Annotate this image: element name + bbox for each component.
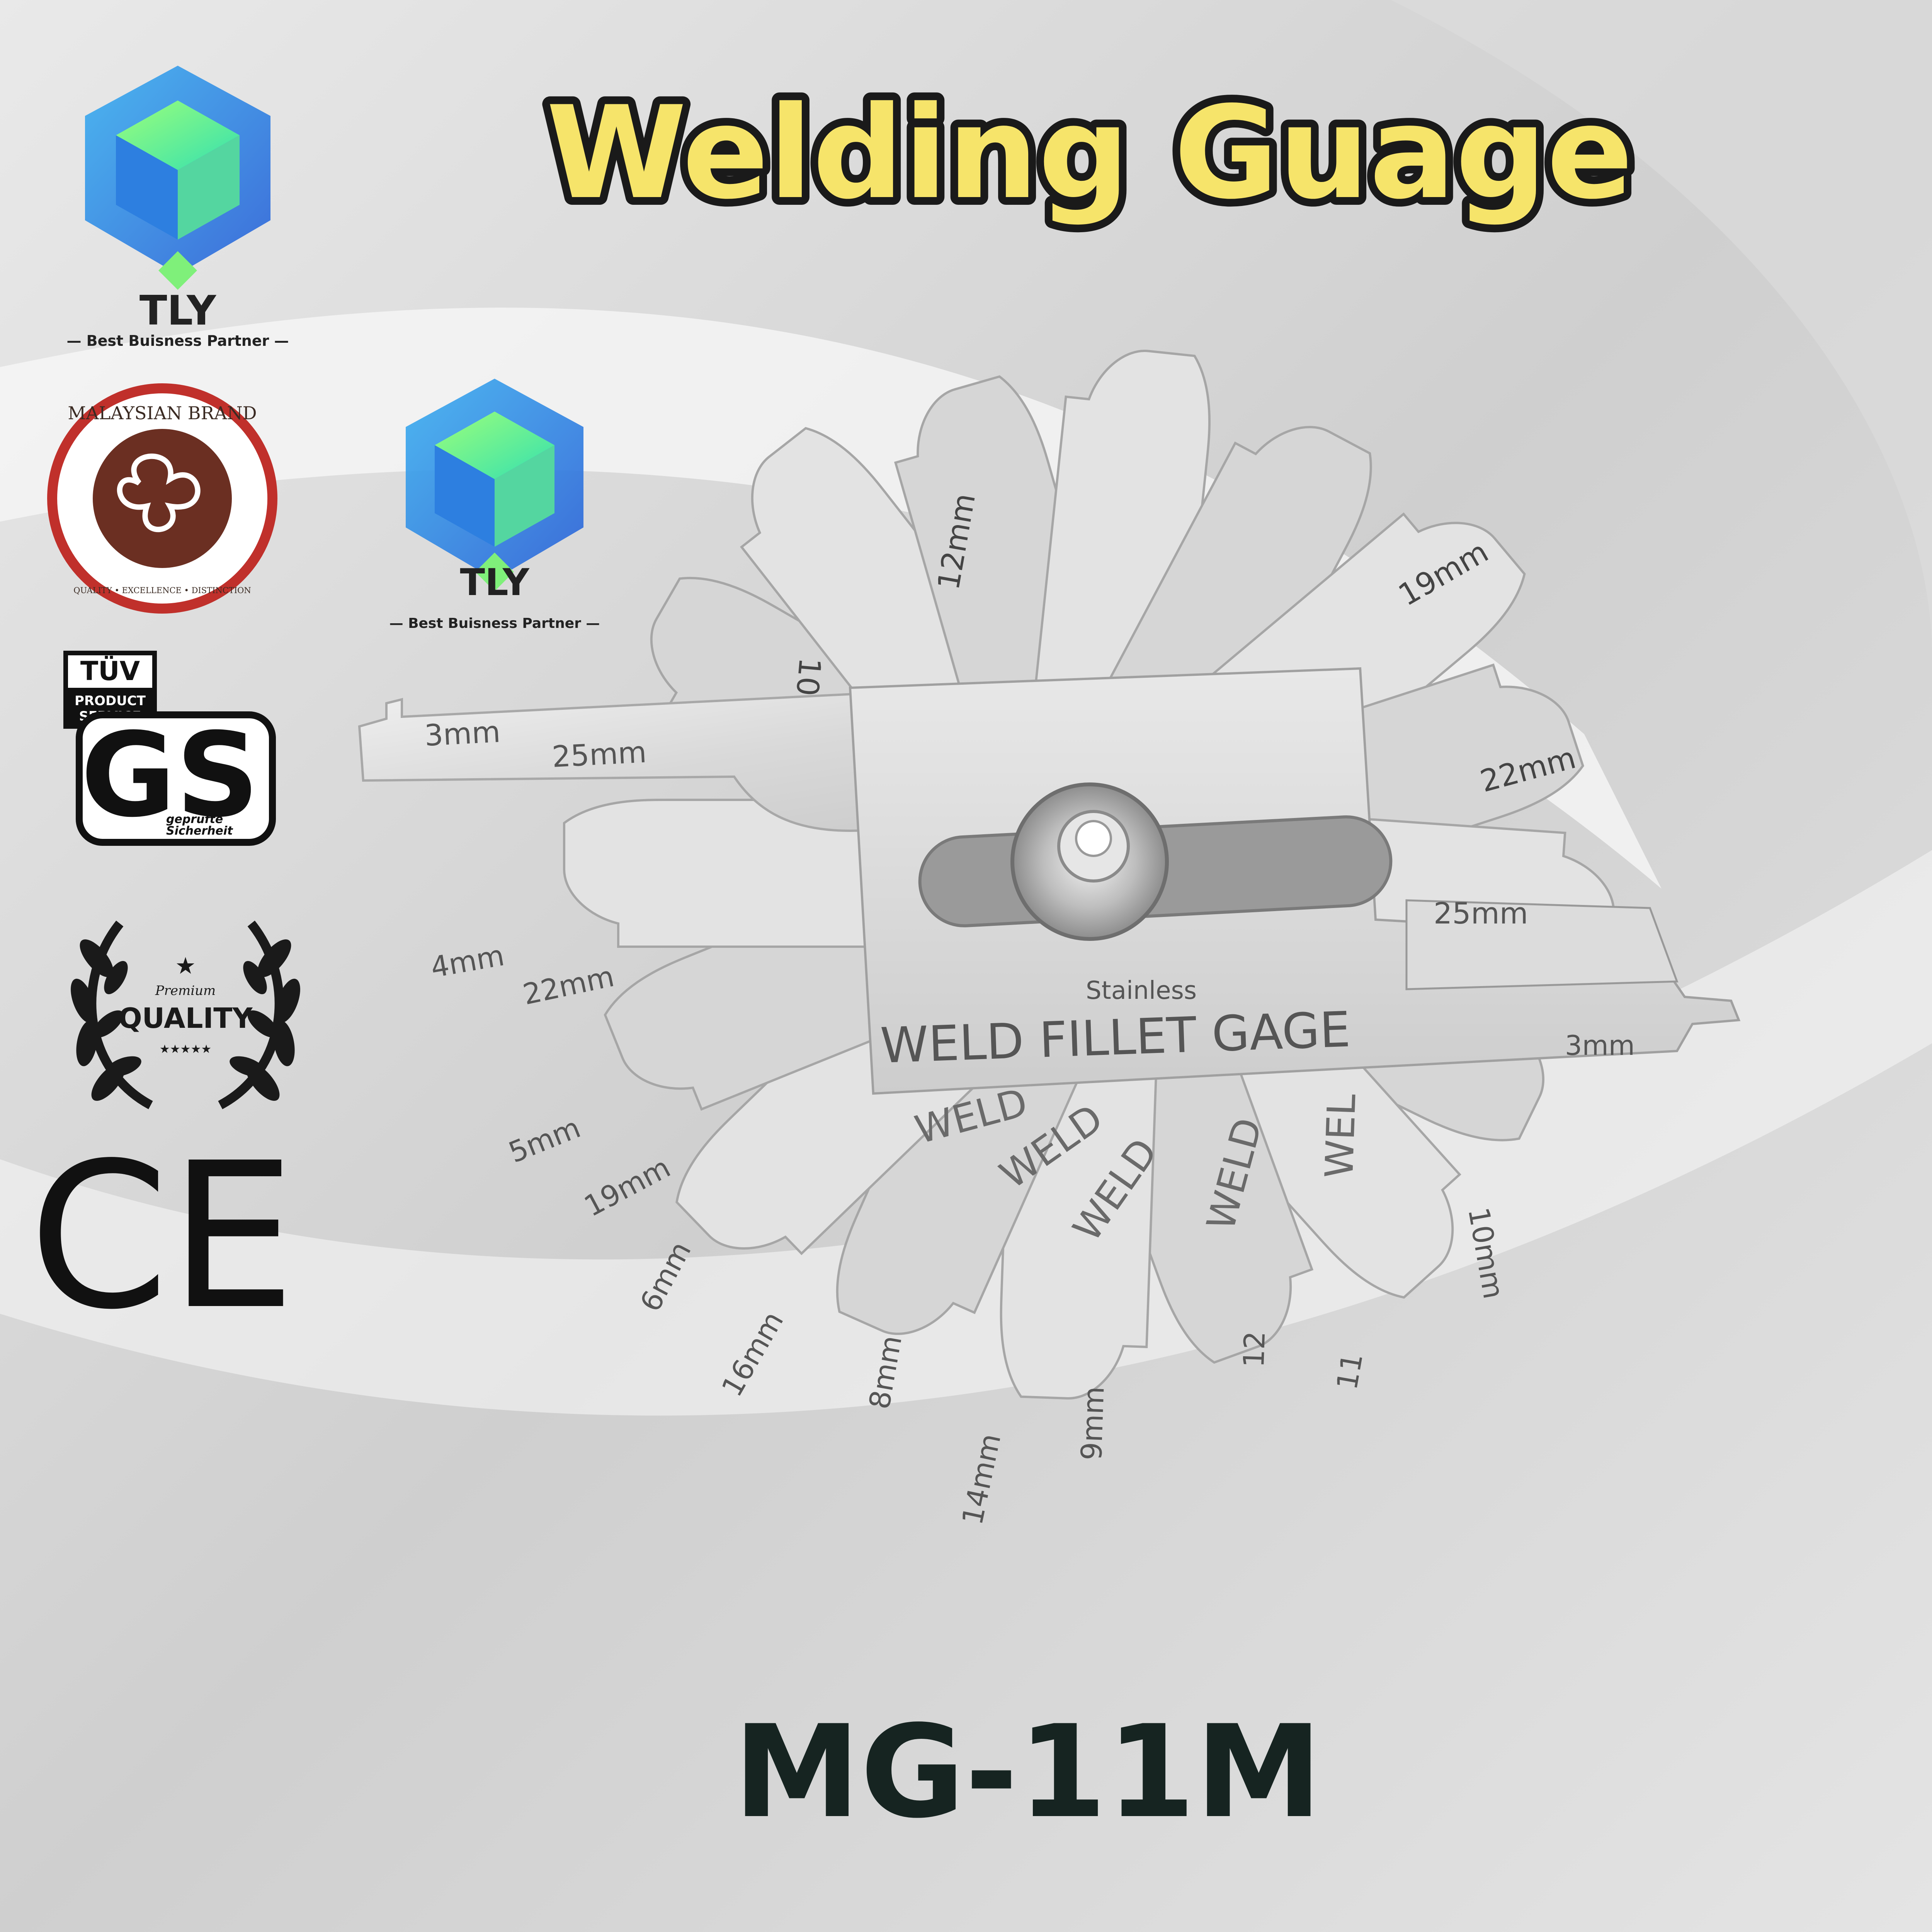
blade-label-12mm-lower: 12 — [1237, 1331, 1272, 1368]
tuv-label: TÜV — [80, 656, 140, 687]
seal-bottom-text: QUALITY • EXCELLENCE • DISTINCTION — [73, 586, 251, 595]
quality-label: QUALITY — [118, 1002, 253, 1034]
tly-logo-secondary-tagline: — Best Buisness Partner — — [389, 616, 600, 631]
gs-box — [76, 711, 276, 846]
tuv-product-label: PRODUCT — [75, 693, 146, 709]
tly-logo-diamond — [158, 251, 197, 290]
gauge-body-3mm: 3mm — [1565, 1030, 1635, 1061]
tly-logo-secondary-cube-right — [495, 445, 554, 547]
malaysian-brand-seal: MALAYSIAN BRAND QUALITY • EXCELLENCE • D… — [47, 383, 277, 614]
arm-label-25mm: 25mm — [551, 735, 647, 774]
laurel-leaves-left — [71, 939, 141, 1101]
background-swoosh-2 — [0, 850, 1932, 1416]
premium-quality-badge: ★ Premium QUALITY ★★★★★ — [71, 920, 300, 1109]
tly-logo-secondary-cube-top — [435, 412, 554, 479]
weld-fragment-5: WEL — [1316, 1093, 1365, 1179]
tly-logo-brand: TLY — [139, 287, 217, 334]
blade-label-9mm: 9mm — [1075, 1386, 1111, 1461]
gauge-body-notch — [1405, 899, 1679, 990]
tly-logo-cube-right — [178, 135, 240, 240]
tly-logo-primary: TLY — Best Buisness Partner — — [66, 66, 289, 349]
gauge-body-25mm: 25mm — [1434, 896, 1528, 930]
tly-logo-secondary-brand: TLY — [460, 561, 530, 604]
tly-logo-cube-left — [116, 135, 178, 240]
tly-logo-tagline: — Best Buisness Partner — — [66, 332, 289, 349]
seal-emblem-icon — [117, 453, 201, 532]
blade-label-11mm-lower: 11 — [1330, 1350, 1369, 1392]
ce-mark: CE — [29, 1119, 296, 1354]
model-number: MG-11M — [733, 1698, 1322, 1846]
premium-top-star: ★ — [175, 952, 196, 980]
tly-logo-secondary-diamond — [475, 553, 514, 591]
tly-logo-secondary-cube-left — [435, 445, 495, 547]
thumb-screw-pin-icon — [1075, 820, 1112, 857]
seal-ring-text: MALAYSIAN BRAND — [68, 403, 257, 423]
laurel-leaves-right — [230, 939, 300, 1101]
background-swoosh-3 — [1391, 0, 1932, 657]
premium-label: Premium — [155, 983, 216, 998]
seal-inner-disc — [93, 429, 232, 568]
tuv-gs-badge: TÜV PRODUCT SERVICE GS geprufte Sicherhe… — [63, 651, 276, 846]
weld-fillet-gauge: 10mm 12mm 19mm 22mm 3mm 25mm Stainless W… — [358, 350, 1741, 1528]
arm-label-3mm: 3mm — [423, 714, 501, 753]
tly-logo-secondary: TLY — Best Buisness Partner — — [389, 379, 600, 631]
gs-mark: GS — [81, 708, 259, 843]
page-title: Welding Guage — [546, 79, 1633, 227]
gs-sub2: Sicherheit — [166, 824, 233, 838]
gauge-body-stainless: Stainless — [1086, 976, 1197, 1005]
quality-stars: ★★★★★ — [160, 1043, 211, 1056]
gs-sub1: geprufte — [166, 813, 223, 826]
